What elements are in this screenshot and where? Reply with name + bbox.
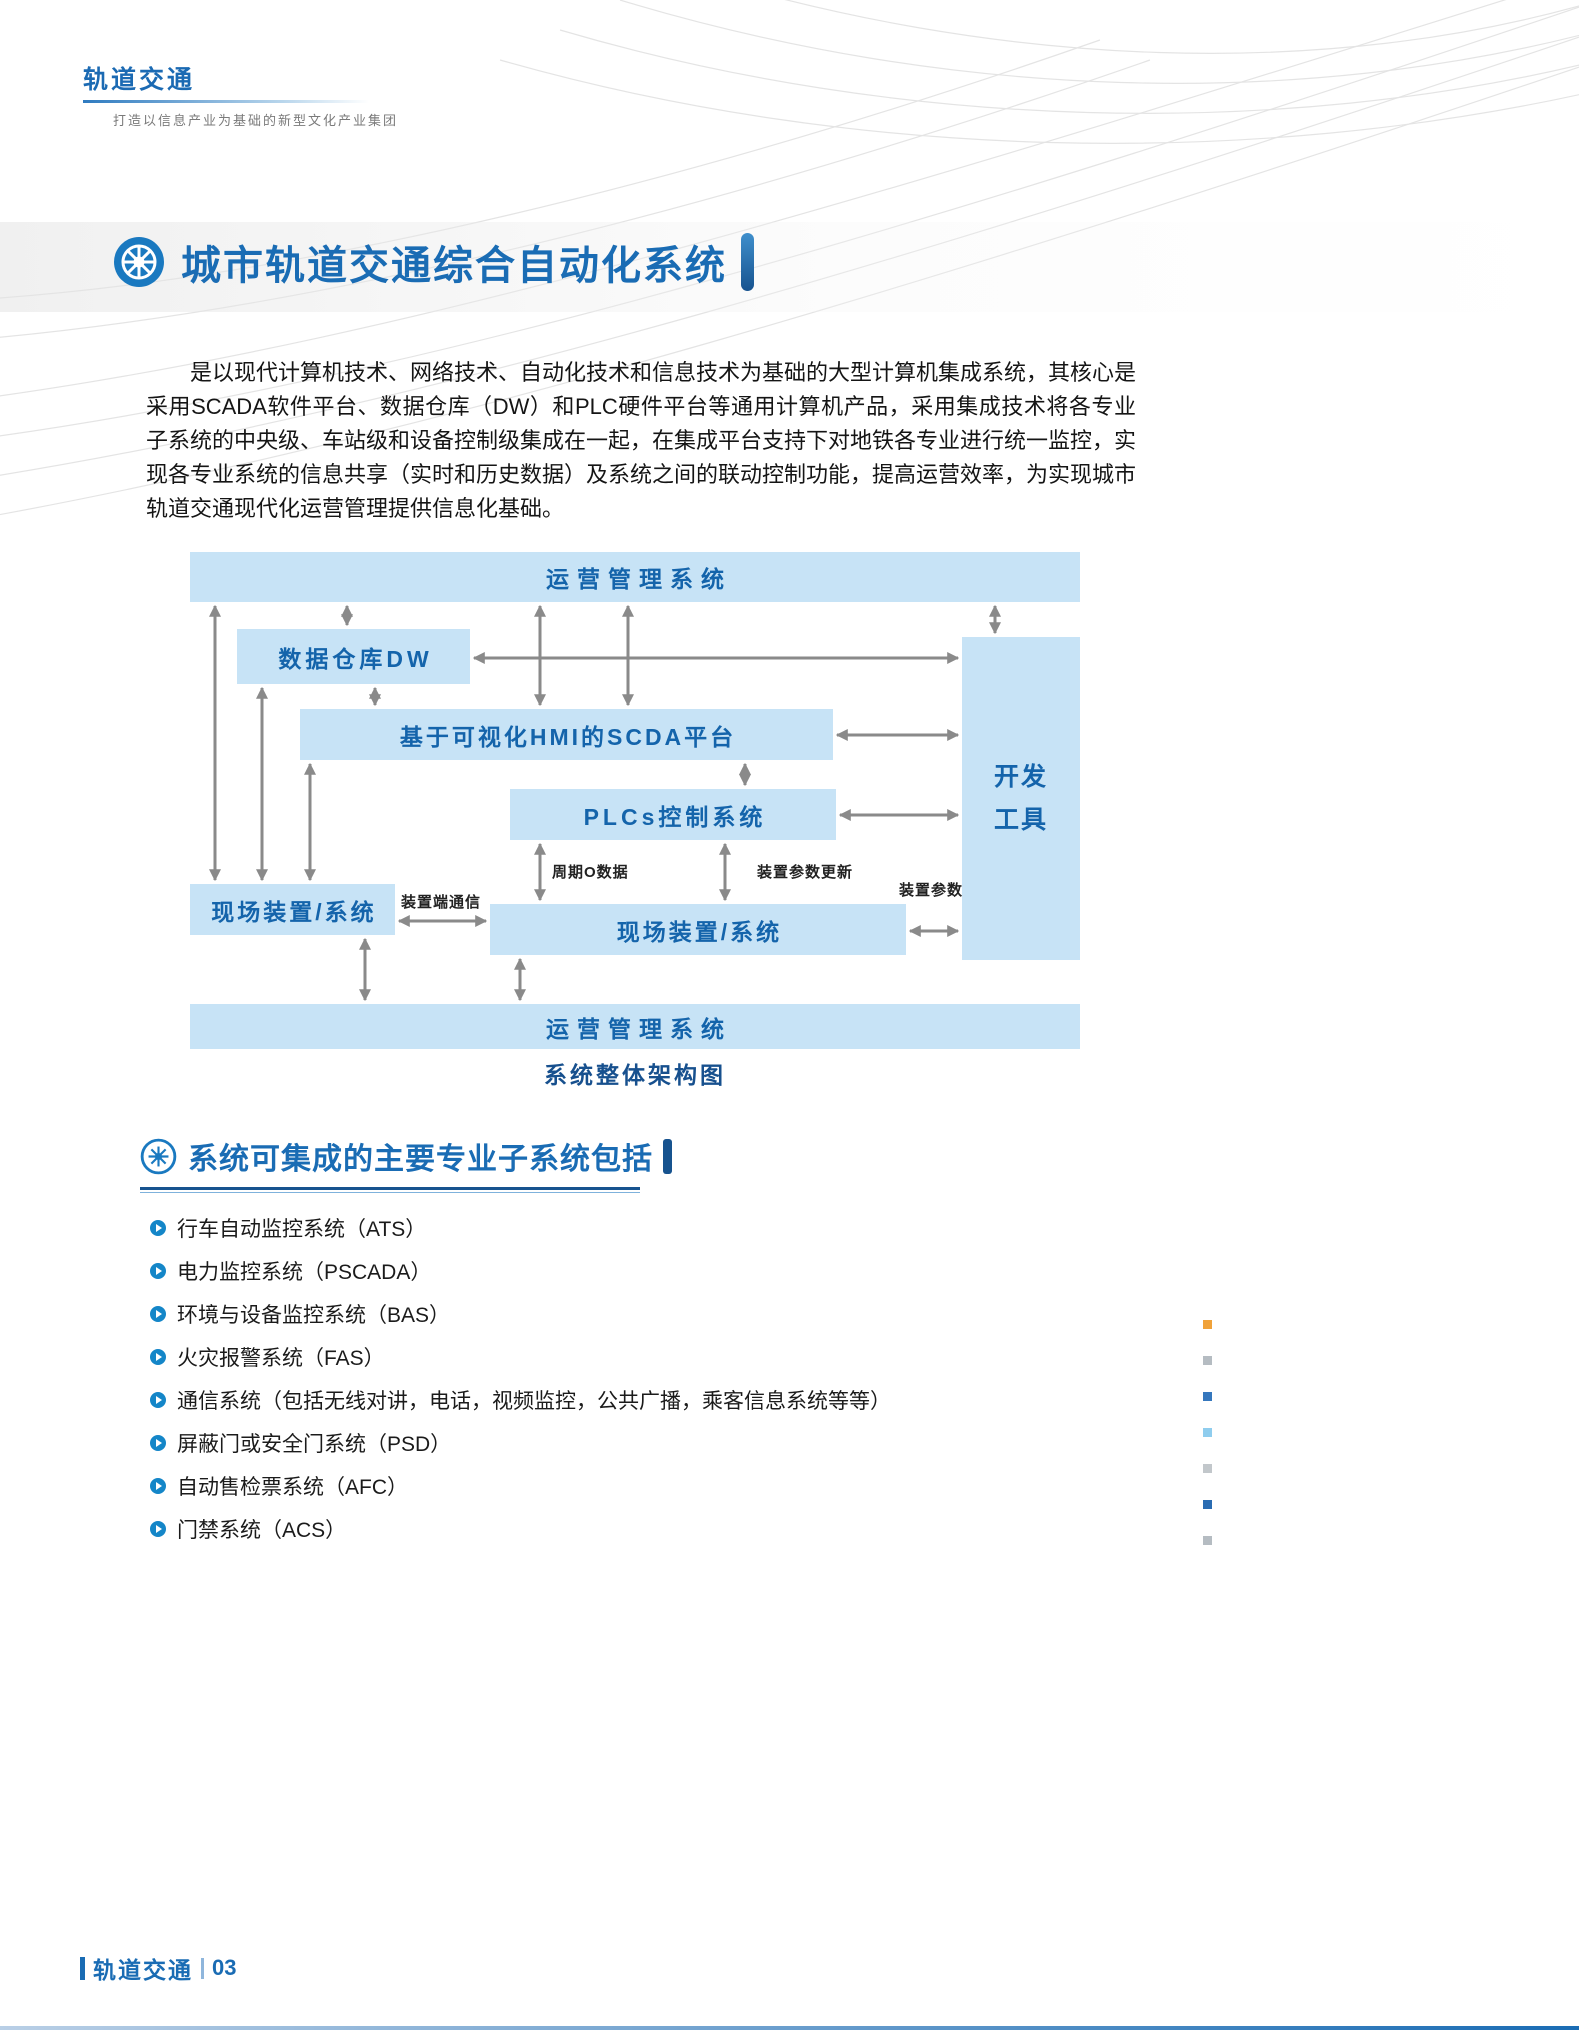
edge-marker (1203, 1320, 1212, 1329)
list-item: 通信系统（包括无线对讲，电话，视频监控，公共广播，乘客信息系统等等） (150, 1378, 891, 1421)
box-label: 现场装置/系统 (616, 918, 783, 945)
list-item-label: 环境与设备监控系统（BAS） (177, 1303, 451, 1327)
arrow-label-param-update: 装置参数更新 (757, 864, 854, 881)
box-label: 数据仓库DW (278, 645, 433, 672)
box-label: PLCs控制系统 (583, 803, 767, 830)
diagram-box-operations-bottom: 运营管理系统 (190, 1004, 1080, 1049)
section2-title: 系统可集成的主要专业子系统包括 (188, 1143, 653, 1176)
diagram-box-field-devices-center: 现场装置/系统 (490, 904, 906, 955)
section2-heading: 系统可集成的主要专业子系统包括 (140, 1134, 672, 1193)
section1-heading: 城市轨道交通综合自动化系统 (113, 233, 754, 291)
list-item-label: 电力监控系统（PSCADA） (177, 1260, 432, 1284)
list-item-label: 通信系统（包括无线对讲，电话，视频监控，公共广播，乘客信息系统等等） (177, 1389, 891, 1413)
footer-separator (201, 1957, 204, 1979)
page-footer: 轨道交通 03 (80, 1951, 236, 1985)
page-edge-markers (1203, 1320, 1212, 1545)
box-label: 现场装置/系统 (211, 898, 377, 925)
footer-brand: 轨道交通 (93, 1957, 193, 1983)
diagram-caption: 系统整体架构图 (544, 1062, 726, 1088)
list-item: 门禁系统（ACS） (150, 1507, 891, 1550)
brand-header: 轨道交通 打造以信息产业为基础的新型文化产业集团 (83, 60, 398, 129)
edge-marker (1203, 1392, 1212, 1401)
wheel-icon (114, 237, 164, 287)
bottom-rule (0, 2026, 1579, 2030)
box-label: 运营管理系统 (546, 1015, 732, 1042)
list-item: 环境与设备监控系统（BAS） (150, 1292, 891, 1335)
list-item: 自动售检票系统（AFC） (150, 1464, 891, 1507)
arrow-label-device-param: 装置参数 (899, 882, 964, 899)
list-item: 行车自动监控系统（ATS） (150, 1206, 891, 1249)
intro-paragraph: 是以现代计算机技术、网络技术、自动化技术和信息技术为基础的大型计算机集成系统，其… (146, 360, 1137, 521)
box-label: 开发工具 (993, 763, 1048, 834)
list-item-label: 自动售检票系统（AFC） (177, 1475, 408, 1499)
footer-accent-bar (80, 1956, 85, 1980)
arrow-bullet-icon (150, 1305, 166, 1322)
arrow-label-cycle-data: 周期O数据 (552, 864, 629, 881)
diagram-box-dev-tools: 开发工具 (962, 637, 1080, 960)
list-item-label: 火灾报警系统（FAS） (177, 1346, 385, 1370)
arrow-bullet-icon (150, 1348, 166, 1365)
arrow-label-device-comm: 装置端通信 (401, 894, 482, 911)
list-item-label: 门禁系统（ACS） (177, 1518, 347, 1542)
page-title: 城市轨道交通综合自动化系统 (181, 244, 727, 288)
arrow-bullet-icon (150, 1219, 166, 1236)
subsystem-list: 行车自动监控系统（ATS） 电力监控系统（PSCADA） 环境与设备监控系统（B… (150, 1206, 891, 1550)
list-item: 屏蔽门或安全门系统（PSD） (150, 1421, 891, 1464)
arrow-bullet-icon (150, 1520, 166, 1537)
edge-marker (1203, 1536, 1212, 1545)
arrow-bullet-icon (150, 1262, 166, 1279)
arrow-bullet-icon (150, 1391, 166, 1408)
brand-name: 轨道交通 (83, 66, 196, 94)
diagram-box-operations-top: 运营管理系统 (190, 552, 1080, 602)
diagram-box-scada-platform: 基于可视化HMI的SCDA平台 (300, 709, 833, 760)
edge-marker (1203, 1464, 1212, 1473)
box-label: 基于可视化HMI的SCDA平台 (399, 723, 737, 750)
edge-marker (1203, 1500, 1212, 1509)
section2-accent-bar (663, 1138, 672, 1174)
list-item-label: 行车自动监控系统（ATS） (177, 1217, 427, 1241)
list-item: 火灾报警系统（FAS） (150, 1335, 891, 1378)
edge-marker (1203, 1356, 1212, 1365)
brand-underline (83, 100, 369, 103)
edge-marker (1203, 1428, 1212, 1437)
box-label: 运营管理系统 (546, 566, 732, 592)
list-item-label: 屏蔽门或安全门系统（PSD） (177, 1432, 452, 1456)
list-item: 电力监控系统（PSCADA） (150, 1249, 891, 1292)
diagram-box-plcs-control: PLCs控制系统 (510, 789, 836, 840)
brand-tagline: 打造以信息产业为基础的新型文化产业集团 (113, 113, 399, 128)
arrow-bullet-icon (150, 1434, 166, 1451)
diagram-box-field-devices-left: 现场装置/系统 (190, 884, 395, 935)
page-number: 03 (212, 1955, 237, 1980)
section2-underline (140, 1187, 640, 1190)
diagram-box-data-warehouse: 数据仓库DW (237, 629, 470, 684)
arrow-bullet-icon (150, 1477, 166, 1494)
title-background-band (0, 222, 1579, 312)
title-accent-bar (741, 233, 754, 291)
wheel-outline-icon (140, 1138, 177, 1174)
section2-underline-light (140, 1192, 640, 1193)
